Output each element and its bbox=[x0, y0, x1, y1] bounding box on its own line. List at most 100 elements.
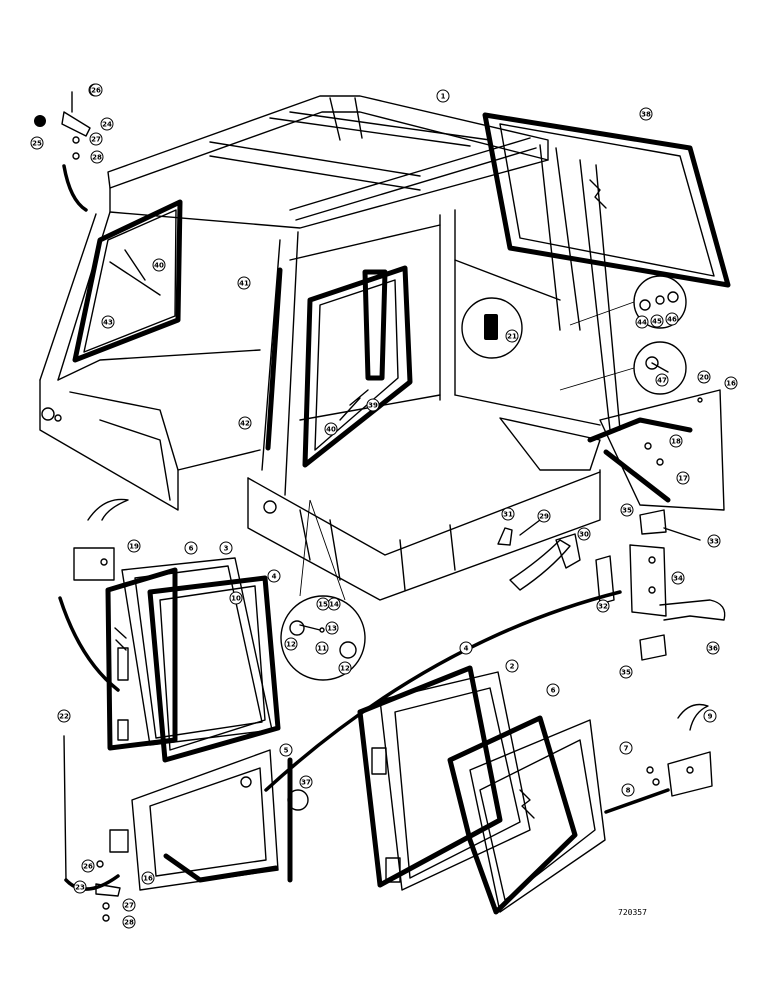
callout-circle bbox=[366, 398, 380, 412]
callout-circle bbox=[505, 329, 519, 343]
callout-number: 28 bbox=[124, 919, 134, 927]
access-panel bbox=[461, 297, 523, 359]
callout-circle bbox=[81, 859, 95, 873]
callout-number: 40 bbox=[326, 426, 336, 434]
callout-12: 12 bbox=[338, 661, 352, 675]
callout-number: 15 bbox=[318, 601, 328, 609]
callout-circle bbox=[219, 541, 233, 555]
callout-40: 40 bbox=[152, 258, 166, 272]
callout-15: 15 bbox=[316, 597, 330, 611]
fastener-bubbles bbox=[559, 275, 687, 395]
callout-circle bbox=[501, 507, 515, 521]
callout-number: 20 bbox=[699, 374, 709, 382]
callout-number: 13 bbox=[327, 625, 337, 633]
callout-circle bbox=[89, 132, 103, 146]
front-window-seals bbox=[72, 199, 283, 451]
callout-circle bbox=[315, 641, 329, 655]
callout-9: 9 bbox=[703, 709, 717, 723]
side-door-seals bbox=[302, 265, 413, 468]
callout-circle bbox=[619, 665, 633, 679]
callout-circle bbox=[537, 509, 551, 523]
callout-number: 27 bbox=[91, 136, 101, 144]
callout-number: 30 bbox=[579, 531, 589, 539]
callout-number: 2 bbox=[510, 663, 515, 671]
callout-circle bbox=[655, 373, 669, 387]
callout-26: 26 bbox=[89, 83, 103, 97]
callout-circle bbox=[152, 258, 166, 272]
callout-6: 6 bbox=[184, 541, 198, 555]
callout-40: 40 bbox=[324, 422, 338, 436]
callout-20: 20 bbox=[697, 370, 711, 384]
callout-11: 11 bbox=[315, 641, 329, 655]
callout-number: 14 bbox=[329, 601, 339, 609]
callout-34: 34 bbox=[671, 571, 685, 585]
callout-circle bbox=[621, 783, 635, 797]
callout-circle bbox=[284, 637, 298, 651]
callout-circle bbox=[324, 422, 338, 436]
callout-circle bbox=[57, 709, 71, 723]
callout-number: 21 bbox=[507, 333, 517, 341]
callout-number: 6 bbox=[189, 545, 194, 553]
callout-number: 9 bbox=[708, 713, 713, 721]
callout-number: 12 bbox=[286, 641, 296, 649]
callout-number: 23 bbox=[75, 884, 85, 892]
callout-27: 27 bbox=[122, 898, 136, 912]
callout-number: 45 bbox=[652, 318, 662, 326]
callout-number: 40 bbox=[154, 262, 164, 270]
callout-5: 5 bbox=[279, 743, 293, 757]
callout-number: 31 bbox=[503, 511, 513, 519]
callout-18: 18 bbox=[669, 434, 683, 448]
callout-19: 19 bbox=[127, 539, 141, 553]
callout-number: 16 bbox=[143, 875, 153, 883]
callout-10: 10 bbox=[229, 591, 243, 605]
callout-13: 13 bbox=[325, 621, 339, 635]
callout-circle bbox=[279, 743, 293, 757]
callout-circle bbox=[100, 117, 114, 131]
callout-number: 37 bbox=[301, 779, 311, 787]
callout-6: 6 bbox=[546, 683, 560, 697]
callout-number: 42 bbox=[240, 420, 250, 428]
callout-circle bbox=[697, 370, 711, 384]
callout-4: 4 bbox=[267, 569, 281, 583]
callout-4: 4 bbox=[459, 641, 473, 655]
callout-number: 35 bbox=[621, 669, 631, 677]
callout-circle bbox=[669, 434, 683, 448]
callout-number: 25 bbox=[32, 140, 42, 148]
callout-circle bbox=[325, 621, 339, 635]
callout-circle bbox=[665, 312, 679, 326]
callout-circle bbox=[229, 591, 243, 605]
callout-number: 3 bbox=[224, 545, 229, 553]
callout-circle bbox=[122, 915, 136, 929]
callout-circle bbox=[237, 276, 251, 290]
callout-circle bbox=[338, 661, 352, 675]
callout-number: 26 bbox=[83, 863, 93, 871]
callout-27: 27 bbox=[89, 132, 103, 146]
right-door-assembly bbox=[357, 665, 713, 915]
callout-circle bbox=[505, 659, 519, 673]
callout-number: 27 bbox=[124, 902, 134, 910]
callout-35: 35 bbox=[619, 665, 633, 679]
callout-number: 34 bbox=[673, 575, 683, 583]
callout-number: 11 bbox=[317, 645, 327, 653]
callout-38: 38 bbox=[639, 107, 653, 121]
callout-46: 46 bbox=[665, 312, 679, 326]
callout-number: 46 bbox=[667, 316, 677, 324]
callout-circle bbox=[141, 871, 155, 885]
callout-44: 44 bbox=[635, 315, 649, 329]
callout-circle bbox=[676, 471, 690, 485]
callout-number: 36 bbox=[708, 645, 718, 653]
rear-window bbox=[482, 112, 731, 288]
callout-circle bbox=[577, 527, 591, 541]
callout-number: 4 bbox=[272, 573, 277, 581]
callout-circle bbox=[127, 539, 141, 553]
callout-3: 3 bbox=[219, 541, 233, 555]
callout-circle bbox=[90, 150, 104, 164]
callout-35: 35 bbox=[620, 503, 634, 517]
callout-number: 10 bbox=[231, 595, 241, 603]
callout-16: 16 bbox=[141, 871, 155, 885]
callout-number: 39 bbox=[368, 402, 378, 410]
callout-circle bbox=[436, 89, 450, 103]
callout-number: 4 bbox=[464, 645, 469, 653]
callout-circle bbox=[724, 376, 738, 390]
